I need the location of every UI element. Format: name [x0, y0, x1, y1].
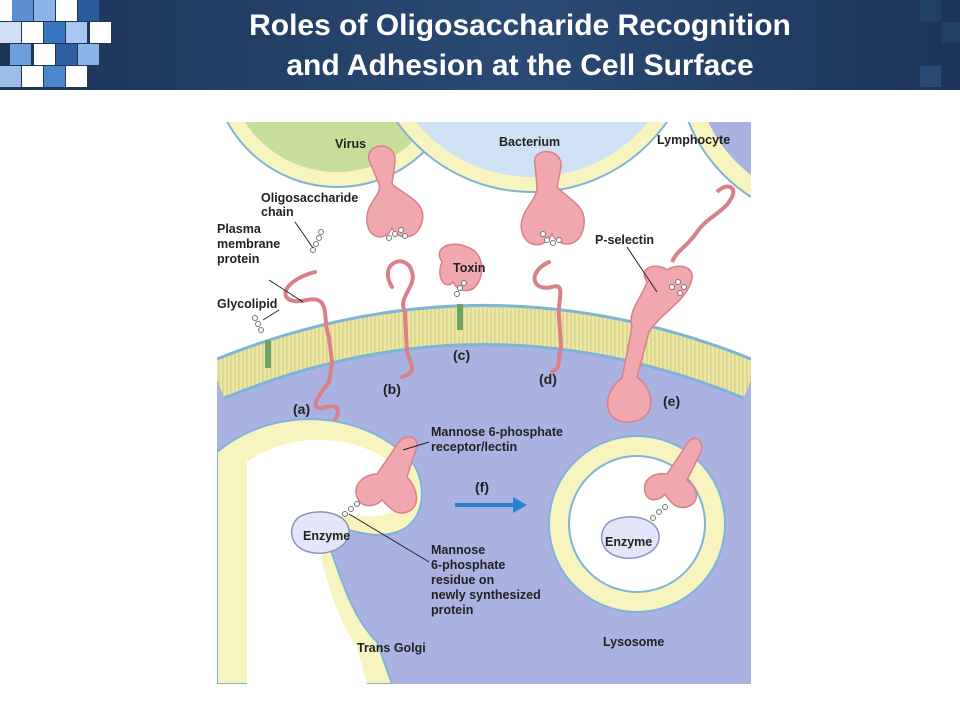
label-trans-golgi: Trans Golgi [357, 641, 426, 655]
decor-square [78, 0, 99, 21]
panel-label-b: (b) [383, 381, 401, 397]
plasma-membrane [210, 307, 758, 397]
p-selectin-protein [606, 265, 693, 423]
decor-square [22, 22, 43, 43]
decor-square [22, 66, 43, 87]
decor-square [78, 44, 99, 65]
bacterial-adhesion-protein [520, 150, 585, 246]
decor-square [66, 66, 87, 87]
oligosaccharide-chains [252, 227, 687, 333]
decor-square [90, 22, 111, 43]
transport-arrow [455, 497, 527, 513]
label-oligosaccharide-chain: chain [261, 205, 294, 219]
enzyme-right [600, 516, 660, 559]
decor-square [942, 22, 960, 43]
label-protein: protein [217, 252, 259, 266]
label-toxin: Toxin [453, 261, 485, 275]
decor-square [10, 44, 31, 65]
decor-square [12, 0, 33, 21]
plasma-membrane-protein [283, 270, 340, 434]
label-m6p-residue-4: newly synthesized [431, 588, 541, 602]
label-m6p-receptor: Mannose 6-phosphate [431, 425, 563, 439]
oligosaccharide-figure: Virus Bacterium Lymphocyte Oligosacchari… [209, 0, 960, 685]
label-m6p-residue-2: 6-phosphate [431, 558, 505, 572]
label-plasma: Plasma [217, 222, 262, 236]
label-enzyme-right: Enzyme [605, 535, 652, 549]
decor-square [56, 0, 77, 21]
label-oligosaccharide: Oligosaccharide [261, 191, 358, 205]
label-lysosome: Lysosome [603, 635, 664, 649]
label-p-selectin: P-selectin [595, 233, 654, 247]
toxin [438, 243, 483, 292]
panel-label-f: (f) [475, 479, 489, 495]
membrane-protein-b [385, 259, 415, 379]
glycolipid-mark [457, 304, 463, 330]
title-line-1: Roles of Oligosaccharide Recognition [249, 9, 791, 42]
label-glycolipid: Glycolipid [217, 297, 277, 311]
label-m6p-residue-3: residue on [431, 573, 494, 587]
label-enzyme-left: Enzyme [303, 529, 350, 543]
decor-square [0, 22, 21, 43]
slide-title: Roles of Oligosaccharide Recognition and… [120, 6, 920, 86]
decor-square [920, 0, 941, 21]
decor-square [0, 66, 21, 87]
figure-svg: Virus Bacterium Lymphocyte Oligosacchari… [209, 0, 960, 685]
label-m6p-residue-5: protein [431, 603, 473, 617]
decor-square [66, 22, 87, 43]
decor-square [56, 44, 77, 65]
label-bacterium: Bacterium [499, 135, 560, 149]
lymphocyte-glycoprotein [670, 184, 736, 263]
m6p-receptor-left [355, 436, 418, 514]
m6p-residue-chains [342, 501, 668, 521]
membrane-protein-d [532, 260, 564, 374]
label-m6p-residue-1: Mannose [431, 543, 485, 557]
label-virus: Virus [335, 137, 366, 151]
leader-lines [262, 221, 658, 563]
m6p-receptor-right [643, 437, 703, 509]
decor-square [34, 0, 55, 21]
label-m6p-receptor-lectin: receptor/lectin [431, 440, 517, 454]
decor-square [920, 66, 941, 87]
decor-square [44, 22, 65, 43]
viral-adhesion-protein [366, 145, 424, 238]
label-lymphocyte: Lymphocyte [657, 133, 730, 147]
enzyme-left [290, 511, 350, 554]
decor-square [44, 66, 65, 87]
panel-label-e: (e) [663, 393, 680, 409]
title-bar: Roles of Oligosaccharide Recognition and… [0, 0, 960, 90]
glycolipid-mark [265, 340, 271, 368]
panel-label-c: (c) [453, 347, 470, 363]
panel-label-a: (a) [293, 401, 310, 417]
label-membrane: membrane [217, 237, 280, 251]
panel-label-d: (d) [539, 371, 557, 387]
decor-square [34, 44, 55, 65]
title-line-2: and Adhesion at the Cell Surface [286, 49, 754, 82]
